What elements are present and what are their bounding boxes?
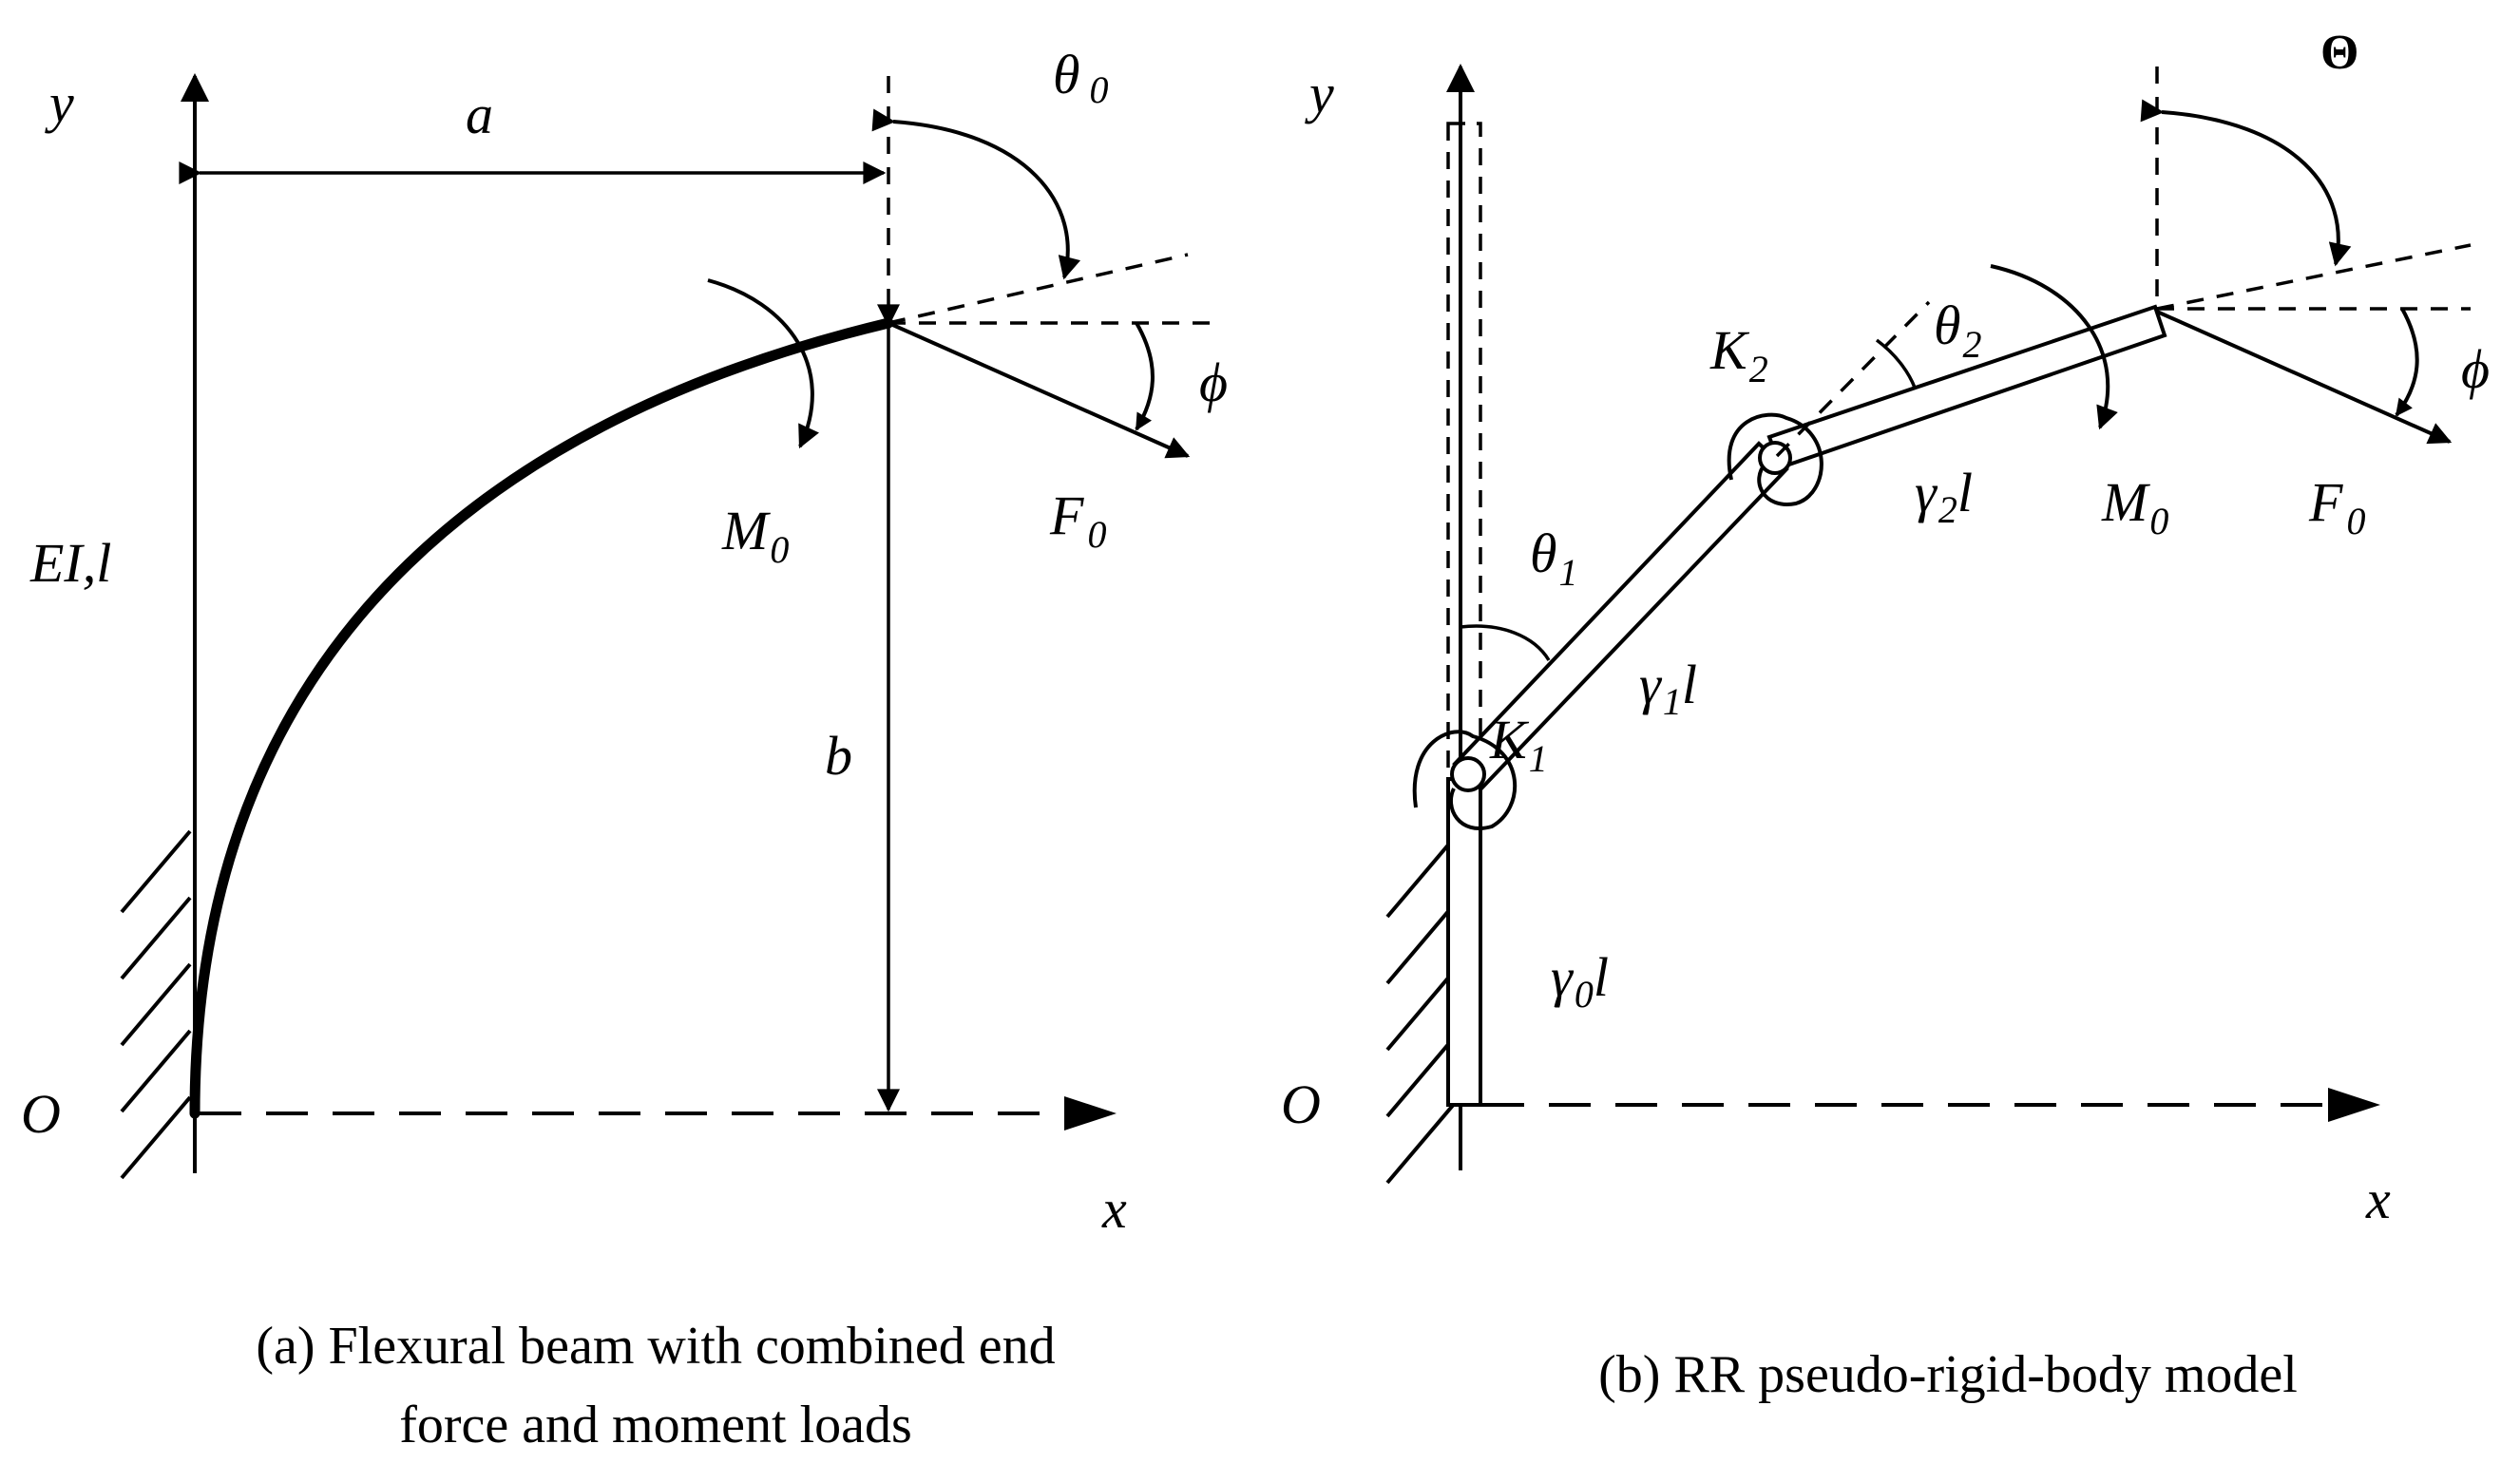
link-gamma1-label: γ1l	[1639, 654, 1697, 723]
wall-hatch-b	[1385, 834, 1458, 1185]
origin-label-b: O	[1281, 1074, 1321, 1135]
phi-label-b: ϕ	[2461, 338, 2490, 400]
moment-m0-label-b: M0	[2101, 471, 2168, 542]
caption-a-line1: (a) Flexural beam with combined end	[256, 1317, 1055, 1376]
x-axis-label-a: x	[1101, 1178, 1127, 1240]
phi-arc-a	[1135, 322, 1155, 431]
moment-m0-arc-a	[707, 278, 819, 449]
undeformed-link-outline	[1446, 122, 1482, 771]
link-gamma2-label: γ2l	[1915, 462, 1973, 531]
phi-arc-b	[2395, 308, 2419, 417]
tip-tangent-reference-b	[2156, 243, 2472, 311]
x-axis-b-arrowhead	[2328, 1088, 2380, 1122]
big-theta-arc	[2140, 99, 2352, 267]
tip-tangent-reference-a	[888, 253, 1189, 325]
spring-k1	[1412, 730, 1518, 830]
spring-k1-label: K1	[1489, 709, 1548, 780]
y-axis-label-b: y	[1305, 63, 1334, 124]
caption-b: (b) RR pseudo-rigid-body model	[1598, 1345, 2298, 1404]
force-f0-arrow-b	[2156, 310, 2453, 445]
link-gamma0	[1446, 777, 1482, 1107]
moment-m0-label-a: M0	[721, 500, 789, 571]
spring-k2-label: K2	[1709, 319, 1768, 390]
dimension-a-label: a	[466, 84, 493, 145]
dimension-b-label: b	[825, 725, 852, 787]
big-theta-label: Θ	[2320, 26, 2358, 80]
phi-label-a: ϕ	[1199, 352, 1228, 413]
moment-m0-arc-b	[1990, 264, 2118, 430]
wall-hatch-a	[120, 829, 192, 1180]
flexural-beam	[189, 317, 894, 1119]
theta2-arc	[1875, 338, 1917, 389]
force-f0-arrow-a	[888, 321, 1191, 459]
theta0-arc	[871, 108, 1081, 280]
beam-properties-label: EI,l	[29, 532, 111, 594]
link1-extension	[1775, 300, 1931, 458]
theta1-label: θ1	[1530, 522, 1578, 594]
caption-a-line2: force and moment loads	[399, 1396, 912, 1454]
link-gamma0-label: γ0l	[1551, 946, 1609, 1016]
x-axis-label-b: x	[2365, 1168, 2391, 1230]
theta2-label: θ2	[1934, 294, 1982, 366]
y-axis-label-a: y	[45, 72, 74, 134]
theta1-arc	[1460, 624, 1551, 661]
x-axis-a-arrowhead	[1064, 1096, 1117, 1130]
origin-label-a: O	[21, 1083, 61, 1145]
